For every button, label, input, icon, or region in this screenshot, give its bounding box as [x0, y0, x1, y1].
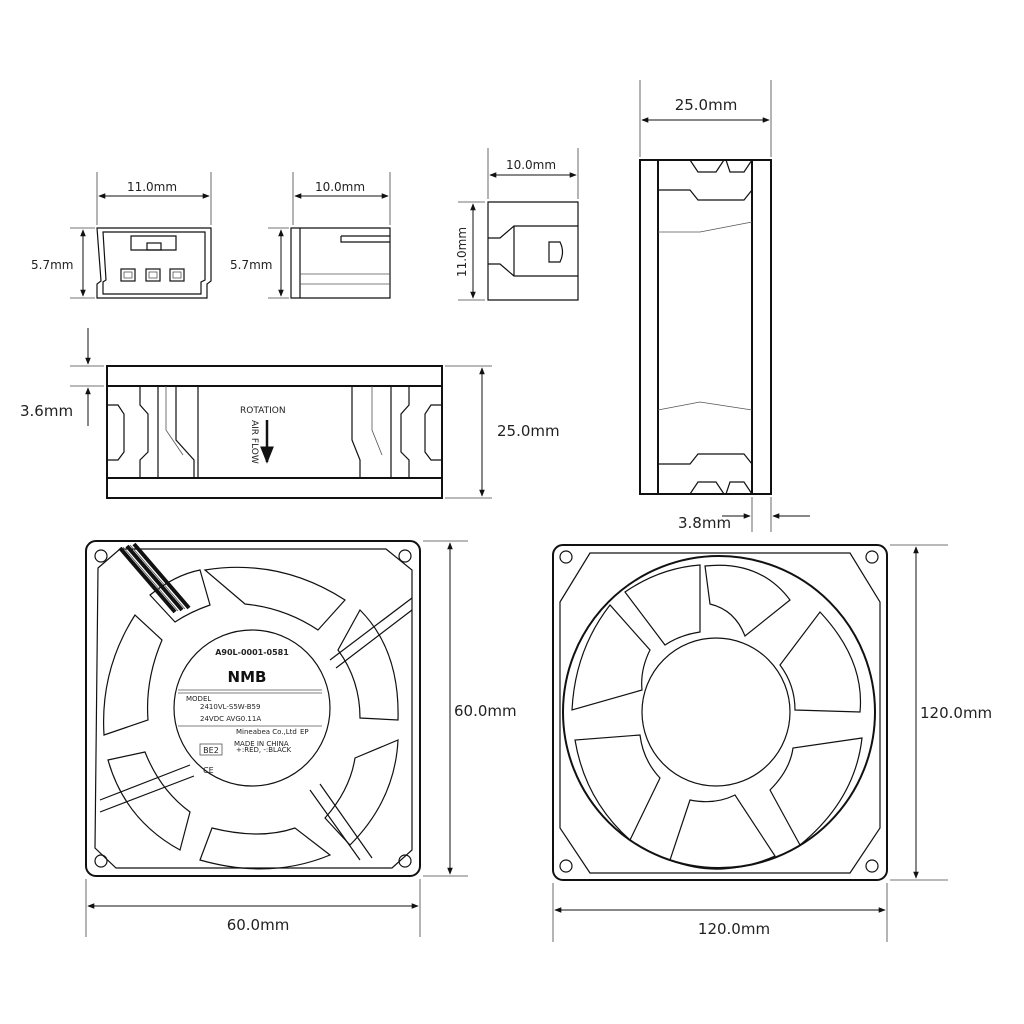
connector-top-view: 10.0mm 11.0mm	[455, 148, 579, 301]
side-flange-label: 3.6mm	[20, 402, 73, 420]
connector-side-height-label: 5.7mm	[230, 258, 272, 272]
back-width-label: 120.0mm	[698, 920, 770, 938]
fan-front-view: A90L-0001-0581 NMB MODEL 2410VL-S5W-B59 …	[85, 540, 517, 937]
profile-flange-label: 3.8mm	[678, 514, 731, 532]
rating-text: 24VDC AVG0.11A	[200, 715, 261, 723]
brand-logo-text: NMB	[228, 668, 267, 686]
back-height-label: 120.0mm	[920, 704, 992, 722]
connector-side-length-label: 10.0mm	[315, 180, 365, 194]
back-mount-hole-bottom-left	[559, 859, 573, 873]
connector-front-width-label: 11.0mm	[127, 180, 177, 194]
mount-hole-top-right	[398, 549, 412, 563]
fan-profile-view: 25.0mm 3.8mm	[639, 80, 810, 532]
hub-label-circle	[173, 629, 331, 787]
front-width-label: 60.0mm	[227, 916, 290, 934]
ce-mark-icon: CE	[203, 766, 214, 775]
model-heading-text: MODEL	[186, 695, 211, 703]
ep-mark-text: EP	[300, 728, 309, 736]
connector-front-view: 11.0mm 5.7mm	[31, 172, 212, 299]
front-height-label: 60.0mm	[454, 702, 517, 720]
maker-text: Mineabea Co.,Ltd	[236, 728, 297, 736]
lot-code-text: BE2	[203, 746, 219, 755]
mount-hole-bottom-right	[398, 854, 412, 868]
side-depth-label: 25.0mm	[497, 422, 560, 440]
back-mount-hole-top-left	[559, 550, 573, 564]
part-number-text: A90L-0001-0581	[215, 648, 289, 657]
fan-hub-circle	[641, 637, 791, 787]
wiring-text: +:RED, -:BLACK	[236, 746, 292, 754]
connector-top-length-label: 10.0mm	[506, 158, 556, 172]
origin-text: MADE IN CHINA	[234, 740, 289, 748]
back-mount-hole-top-right	[865, 550, 879, 564]
mount-hole-top-left	[94, 549, 108, 563]
rotation-label: ROTATION	[240, 406, 286, 416]
connector-side-view: 10.0mm 5.7mm	[230, 172, 391, 299]
connector-top-height-label: 11.0mm	[455, 227, 469, 277]
profile-depth-label: 25.0mm	[675, 96, 738, 114]
fan-opening-circle	[562, 555, 876, 869]
airflow-label: AIR FLOW	[249, 420, 259, 464]
mount-hole-bottom-left	[94, 854, 108, 868]
cable-bundle-icon	[118, 542, 191, 614]
model-text: 2410VL-S5W-B59	[200, 703, 260, 711]
fan-side-view: ROTATION AIR FLOW 3.6mm 25.0mm	[20, 328, 560, 499]
back-mount-hole-bottom-right	[865, 859, 879, 873]
connector-front-height-label: 5.7mm	[31, 258, 73, 272]
fan-back-view: 120.0mm 120.0mm	[552, 544, 992, 942]
